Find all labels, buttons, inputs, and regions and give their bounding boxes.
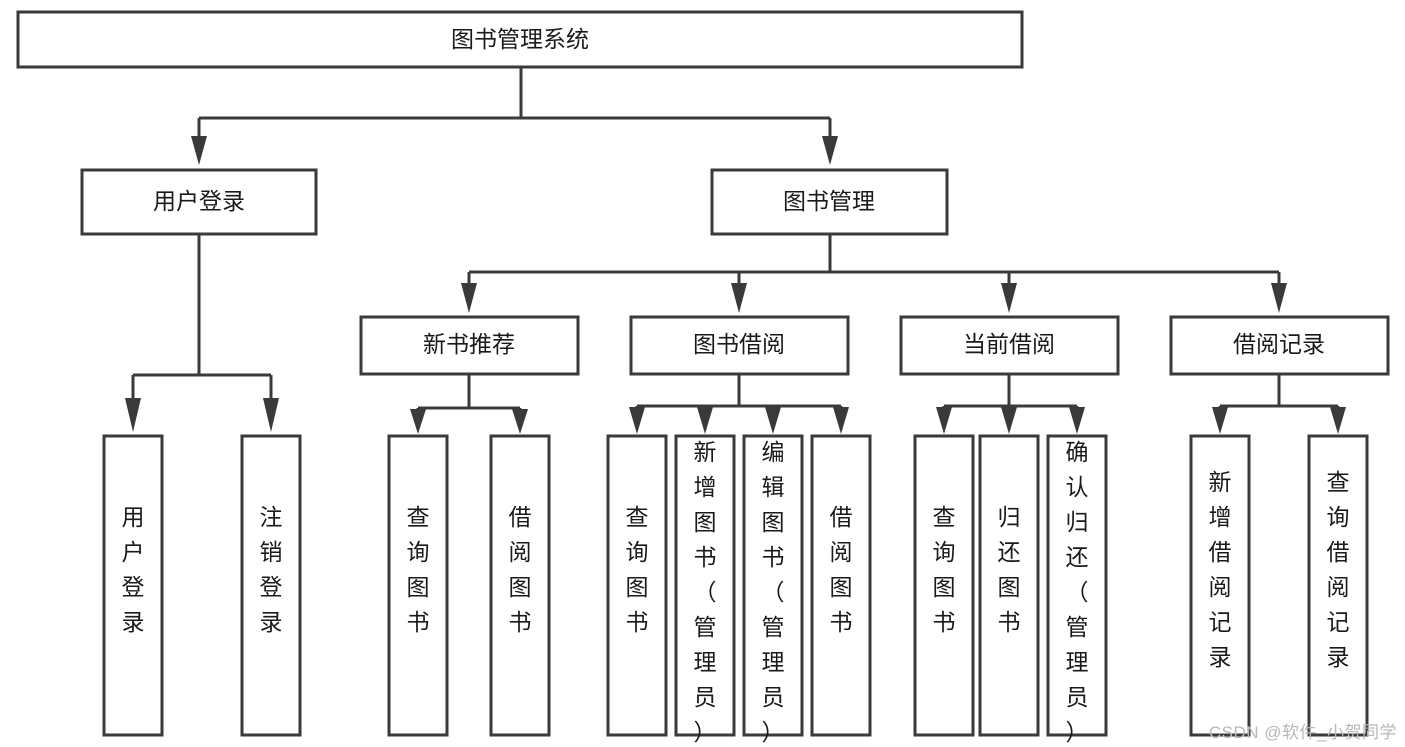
node-borrow-record-box[interactable] (1169, 315, 1390, 376)
node-book-management[interactable]: 图书管理 (710, 168, 949, 236)
leaf-node-bb-borrow-book[interactable]: 借阅图书 (810, 434, 872, 737)
leaf-node-cb-query-book-box[interactable] (913, 434, 975, 737)
leaf-node-bb-borrow-book-box[interactable] (810, 434, 872, 737)
arrowhead-leaf-logout (263, 398, 279, 432)
leaf-node-nb-borrow-book-box[interactable] (489, 434, 551, 737)
leaf-node-logout[interactable]: 注销登录 (240, 434, 302, 737)
node-user-login-box[interactable] (80, 168, 318, 236)
node-book-borrow-box[interactable] (629, 315, 850, 376)
node-borrow-record[interactable]: 借阅记录 (1169, 315, 1390, 376)
node-borrow-record-label: 借阅记录 (1233, 331, 1325, 357)
leaf-node-bb-query-book[interactable]: 查询图书 (606, 434, 668, 737)
connectors-root-to-level2 (191, 67, 838, 165)
node-root[interactable]: 图书管理系统 (16, 10, 1024, 69)
connectors-current-borrow-to-leaves (936, 375, 1085, 434)
leaf-node-cb-confirm-return-admin-label: 确认归还（管理员） (1066, 439, 1089, 745)
leaf-node-nb-borrow-book-label: 借阅图书 (509, 504, 532, 635)
node-current-borrow[interactable]: 当前借阅 (899, 315, 1120, 376)
leaf-node-bb-add-book-admin[interactable]: 新增图书（管理员） (674, 434, 736, 745)
leaf-node-user-login-action-label: 用户登录 (122, 504, 145, 635)
connectors-book-mgmt-to-level3 (461, 235, 1287, 313)
arrowhead-cb-leaf1 (936, 407, 952, 434)
leaf-node-cb-return-book-box[interactable] (978, 434, 1040, 737)
node-root-label: 图书管理系统 (451, 26, 589, 52)
arrowhead-book-borrow (731, 283, 747, 313)
node-book-management-label: 图书管理 (783, 188, 875, 214)
node-book-borrow-label: 图书借阅 (693, 331, 785, 357)
leaf-node-logout-label: 注销登录 (260, 504, 283, 635)
leaf-node-bb-edit-book-admin[interactable]: 编辑图书（管理员） (742, 434, 804, 745)
connectors-user-login-to-leaves (125, 235, 279, 432)
arrowhead-cb-leaf3 (1069, 407, 1085, 434)
leaf-node-bb-query-book-label: 查询图书 (626, 504, 649, 635)
leaf-node-bb-edit-book-admin-box[interactable] (742, 434, 804, 737)
arrowhead-bb-leaf3 (765, 407, 781, 434)
arrowhead-borrow-record (1271, 283, 1287, 313)
connectors-new-book-to-leaves (410, 375, 528, 434)
arrowhead-new-book (461, 283, 477, 313)
leaf-node-bb-borrow-book-label: 借阅图书 (830, 504, 853, 635)
arrowhead-current-borrow (1001, 283, 1017, 313)
leaf-node-cb-query-book[interactable]: 查询图书 (913, 434, 975, 737)
arrowhead-bb-leaf4 (833, 407, 849, 434)
arrowhead-br-leaf1 (1212, 407, 1228, 434)
arrowhead-cb-leaf2 (1001, 407, 1017, 434)
leaf-node-bb-add-book-admin-box[interactable] (674, 434, 736, 737)
node-new-book-recommend-box[interactable] (359, 315, 580, 376)
leaf-node-bb-edit-book-admin-label: 编辑图书（管理员） (762, 439, 785, 745)
node-new-book-recommend-label: 新书推荐 (423, 331, 515, 357)
leaf-node-cb-return-book-label: 归还图书 (998, 504, 1021, 635)
arrowhead-user-login (191, 136, 207, 165)
leaf-node-br-add-record-label: 新增借阅记录 (1209, 469, 1232, 670)
leaf-node-cb-confirm-return-admin-box[interactable] (1046, 434, 1108, 737)
leaf-node-cb-query-book-label: 查询图书 (933, 504, 956, 635)
leaf-node-user-login-action-box[interactable] (102, 434, 164, 737)
node-book-management-box[interactable] (710, 168, 949, 236)
leaf-node-br-query-record[interactable]: 查询借阅记录 (1307, 434, 1369, 737)
leaf-node-nb-query-book-box[interactable] (387, 434, 449, 737)
leaf-node-bb-add-book-admin-label: 新增图书（管理员） (694, 439, 717, 745)
arrowhead-leaf-user-login (125, 398, 141, 432)
arrowhead-bb-leaf2 (697, 407, 713, 434)
leaf-node-cb-confirm-return-admin[interactable]: 确认归还（管理员） (1046, 434, 1108, 745)
leaf-node-br-add-record-box[interactable] (1189, 434, 1251, 737)
leaf-node-nb-query-book[interactable]: 查询图书 (387, 434, 449, 737)
leaf-node-logout-box[interactable] (240, 434, 302, 737)
arrowhead-nb-leaf1 (410, 409, 426, 434)
node-user-login-label: 用户登录 (153, 188, 245, 214)
node-current-borrow-box[interactable] (899, 315, 1120, 376)
connectors-book-borrow-to-leaves (629, 375, 849, 434)
arrowhead-nb-leaf2 (512, 409, 528, 434)
node-current-borrow-label: 当前借阅 (963, 331, 1055, 357)
leaf-node-br-add-record[interactable]: 新增借阅记录 (1189, 434, 1251, 737)
node-book-borrow[interactable]: 图书借阅 (629, 315, 850, 376)
leaf-node-user-login-action[interactable]: 用户登录 (102, 434, 164, 737)
node-user-login[interactable]: 用户登录 (80, 168, 318, 236)
node-new-book-recommend[interactable]: 新书推荐 (359, 315, 580, 376)
connectors-borrow-record-to-leaves (1212, 375, 1346, 434)
node-root-box[interactable] (16, 10, 1024, 69)
arrowhead-book-mgmt (822, 136, 838, 165)
leaf-node-br-query-record-box[interactable] (1307, 434, 1369, 737)
leaf-node-br-query-record-label: 查询借阅记录 (1327, 469, 1350, 670)
leaf-node-bb-query-book-box[interactable] (606, 434, 668, 737)
leaf-node-nb-borrow-book[interactable]: 借阅图书 (489, 434, 551, 737)
leaf-node-cb-return-book[interactable]: 归还图书 (978, 434, 1040, 737)
arrowhead-br-leaf2 (1330, 407, 1346, 434)
arrowhead-bb-leaf1 (629, 407, 645, 434)
leaf-node-nb-query-book-label: 查询图书 (407, 504, 430, 635)
